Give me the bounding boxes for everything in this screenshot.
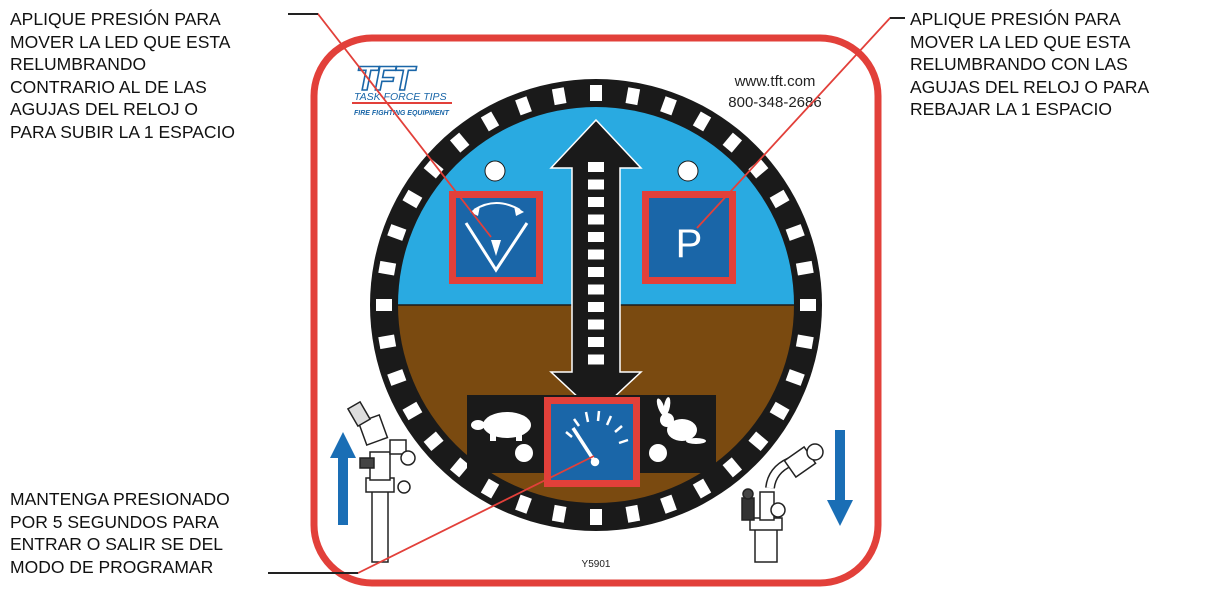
callout-line: APLIQUE PRESIÓN PARA bbox=[10, 8, 235, 31]
arrow-led bbox=[588, 250, 604, 260]
program-button[interactable]: P bbox=[642, 191, 736, 284]
part-number: Y5901 bbox=[582, 559, 611, 570]
ring-led bbox=[590, 509, 602, 525]
brand-name: TASK FORCE TIPS bbox=[354, 91, 447, 103]
brand-tagline: FIRE FIGHTING EQUIPMENT bbox=[354, 110, 450, 117]
p-icon: P bbox=[676, 222, 703, 266]
callout-line: AGUJAS DEL RELOJ O bbox=[10, 98, 235, 121]
arrow-led bbox=[588, 267, 604, 277]
arrow-led bbox=[588, 285, 604, 295]
callout-ccw: APLIQUE PRESIÓN PARA MOVER LA LED QUE ES… bbox=[10, 8, 235, 143]
arrow-led bbox=[588, 197, 604, 207]
arrow-led bbox=[588, 337, 604, 347]
ring-led bbox=[376, 299, 392, 311]
callout-line: MANTENGA PRESIONADO bbox=[10, 488, 230, 511]
arrow-led bbox=[588, 232, 604, 242]
left-indicator-light bbox=[485, 161, 505, 181]
arrow-led bbox=[588, 302, 604, 312]
callout-line: PARA SUBIR LA 1 ESPACIO bbox=[10, 121, 235, 144]
website-text: www.tft.com bbox=[734, 73, 816, 90]
arrow-led bbox=[588, 355, 604, 365]
callout-line: RELUMBRANDO bbox=[10, 53, 235, 76]
arrow-led bbox=[588, 320, 604, 330]
arrow-led bbox=[588, 162, 604, 172]
callout-line: MOVER LA LED QUE ESTA bbox=[910, 31, 1149, 54]
callout-line: MODO DE PROGRAMAR bbox=[10, 556, 230, 579]
callout-line: APLIQUE PRESIÓN PARA bbox=[910, 8, 1149, 31]
callout-cw: APLIQUE PRESIÓN PARA MOVER LA LED QUE ES… bbox=[910, 8, 1149, 121]
arrow-led bbox=[588, 180, 604, 190]
callout-hold: MANTENGA PRESIONADO POR 5 SEGUNDOS PARA … bbox=[10, 488, 230, 578]
right-indicator-light bbox=[678, 161, 698, 181]
callout-line: AGUJAS DEL RELOJ O PARA bbox=[910, 76, 1149, 99]
arrow-led bbox=[588, 215, 604, 225]
sweep-button[interactable] bbox=[449, 191, 543, 284]
callout-line: POR 5 SEGUNDOS PARA bbox=[10, 511, 230, 534]
callout-line: ENTRAR O SALIR SE DEL bbox=[10, 533, 230, 556]
callout-line: RELUMBRANDO CON LAS bbox=[910, 53, 1149, 76]
callout-line: CONTRARIO AL DE LAS bbox=[10, 76, 235, 99]
ring-led bbox=[590, 85, 602, 101]
callout-line: MOVER LA LED QUE ESTA bbox=[10, 31, 235, 54]
ring-led bbox=[800, 299, 816, 311]
callout-line: REBAJAR LA 1 ESPACIO bbox=[910, 98, 1149, 121]
